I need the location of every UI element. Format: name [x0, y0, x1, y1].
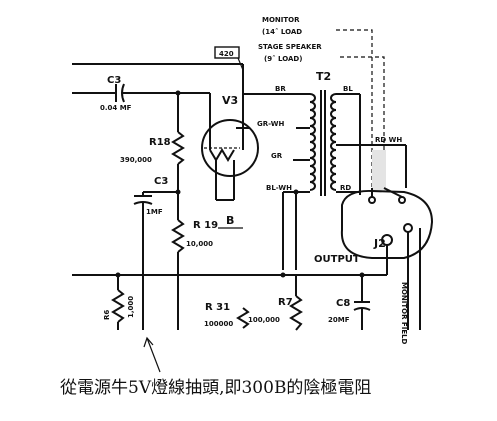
r31-value: 100000 [204, 320, 233, 328]
stage-speaker-label: STAGE SPEAKER [258, 43, 322, 51]
annotation-arrow-head [143, 336, 154, 348]
bl-label: BL [343, 85, 353, 93]
j2-pin-1 [368, 196, 376, 204]
junction-dot [280, 272, 286, 278]
bl-wh-label: BL-WH [266, 184, 292, 192]
j2-pin-2-lead [383, 187, 403, 198]
r7-resistor [289, 295, 303, 331]
c3-top-label: C3 [107, 75, 121, 86]
t2-label: T2 [316, 70, 331, 83]
r6-label: R6 [103, 310, 111, 320]
monitor-field-label: MONITOR FIELD [400, 282, 408, 345]
c3-top-value: 0.04 MF [100, 104, 132, 112]
v3-tube-envelope [201, 119, 259, 177]
tag-420-label: 420 [219, 50, 234, 58]
r19-value: 10,000 [186, 240, 213, 248]
r18-resistor [171, 131, 185, 165]
j2-label: J2 [373, 237, 386, 250]
r6-value: 1,000 [127, 296, 135, 318]
monitor-dashed-line [336, 29, 373, 188]
r18-value: 390,000 [120, 156, 152, 164]
c3-mid-value: 1MF [146, 208, 163, 216]
c8-label: C8 [336, 298, 350, 309]
rd-wh-label: RD WH [375, 136, 402, 144]
t2-primary-coil [309, 93, 316, 191]
r19-label: R 19 [193, 220, 218, 231]
rd-label: RD [340, 184, 351, 192]
caption-text: 從電源牛5V燈線抽頭,即300B的陰極電阻 [60, 378, 371, 398]
r31-label: R 31 [205, 302, 230, 313]
j2-pin-4 [403, 223, 413, 233]
r19-resistor [171, 219, 185, 253]
r31-resistor [236, 307, 250, 329]
j2-socket-outline [340, 189, 434, 259]
v3-filament [209, 148, 235, 162]
r7-value: 100,000 [248, 316, 280, 324]
c8-value: 20MF [328, 316, 350, 324]
monitor-load-label: (14ˆ LOAD [262, 28, 302, 36]
stage-load-label: (9ˆ LOAD) [264, 55, 302, 63]
gr-label: GR [271, 152, 283, 160]
r6-resistor [111, 289, 125, 323]
gr-wh-label: GR-WH [257, 120, 284, 128]
r18-label: R18 [149, 137, 171, 148]
br-label: BR [275, 85, 286, 93]
t2-secondary-coil [330, 93, 337, 191]
tag-420-box [214, 46, 240, 59]
output-label: OUTPUT [314, 254, 360, 265]
annotation-arrow-line [146, 337, 161, 373]
monitor-label: MONITOR [262, 16, 300, 24]
r7-label: R7 [278, 297, 293, 308]
j2-pin-2 [398, 196, 406, 204]
shaded-block [372, 150, 386, 190]
b-label: B [226, 214, 234, 227]
v3-label: V3 [222, 94, 238, 107]
c3-mid-label: C3 [154, 176, 168, 187]
stage-dashed-line [340, 56, 385, 188]
